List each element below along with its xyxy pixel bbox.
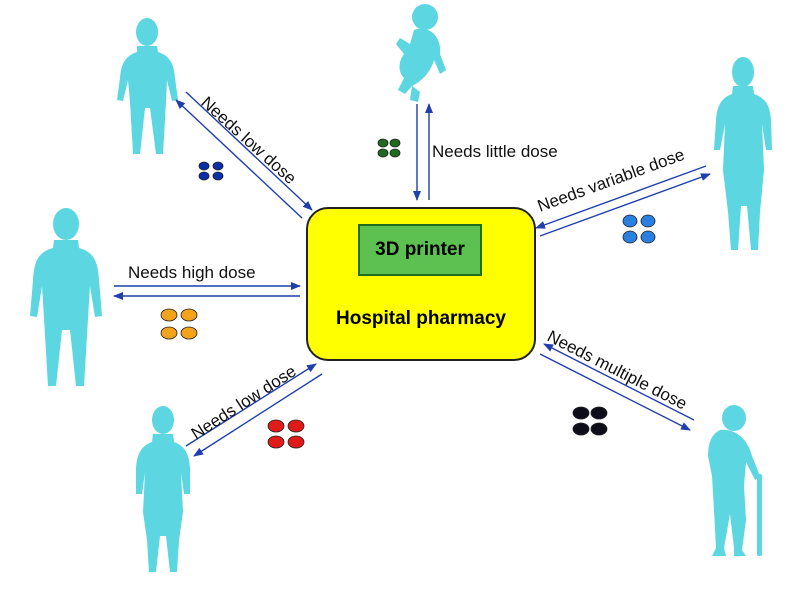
pill-icon bbox=[640, 230, 656, 244]
pill-icon bbox=[622, 230, 638, 244]
label-top: Needs little dose bbox=[432, 142, 558, 161]
pills-top bbox=[377, 138, 401, 158]
pill-icon bbox=[377, 148, 389, 158]
pills-left bbox=[160, 308, 198, 340]
arrow-from-top-left bbox=[185, 91, 313, 211]
arrow-set bbox=[113, 91, 711, 457]
person-left-icon bbox=[30, 208, 102, 386]
pill-icon bbox=[377, 138, 389, 148]
pill-icon bbox=[572, 406, 590, 420]
arrow-to-bottom-right bbox=[539, 353, 691, 431]
pill-icon bbox=[389, 148, 401, 158]
person-top-left-icon bbox=[117, 18, 178, 154]
3d-printer-box: 3D printer bbox=[358, 224, 482, 276]
person-bottom-left-icon bbox=[136, 406, 190, 572]
pill-icon bbox=[590, 406, 608, 420]
arrow-to-bottom-left bbox=[193, 373, 323, 457]
pill-icon bbox=[267, 435, 285, 449]
pill-icon bbox=[180, 326, 198, 340]
pills-top-right bbox=[622, 214, 656, 244]
pill-icon bbox=[640, 214, 656, 228]
pill-icon bbox=[389, 138, 401, 148]
pills-top-left bbox=[198, 161, 224, 181]
pill-icon bbox=[622, 214, 638, 228]
pill-icon bbox=[267, 419, 285, 433]
label-left: Needs high dose bbox=[128, 263, 256, 282]
printer-label: 3D printer bbox=[375, 239, 465, 260]
pill-icon bbox=[160, 308, 178, 322]
elderly-with-cane-icon bbox=[708, 405, 762, 556]
infant-icon bbox=[396, 4, 446, 102]
arrow-from-bottom-left bbox=[185, 363, 317, 447]
pill-icon bbox=[590, 422, 608, 436]
arrow-to-top-right bbox=[539, 173, 711, 237]
pill-icon bbox=[572, 422, 590, 436]
label-bottom-left: Needs low dose bbox=[188, 362, 300, 444]
pharmacy-label: Hospital pharmacy bbox=[336, 308, 506, 329]
label-top-left: Needs low dose bbox=[197, 93, 300, 188]
person-top-right-icon bbox=[714, 57, 772, 250]
pill-icon bbox=[198, 161, 210, 171]
arrow-from-bottom-right bbox=[543, 343, 695, 421]
label-top-right: Needs variable dose bbox=[535, 145, 687, 216]
pill-icon bbox=[198, 171, 210, 181]
pills-bottom-left bbox=[267, 419, 305, 449]
pill-icon bbox=[180, 308, 198, 322]
arrow-from-top-right bbox=[535, 165, 707, 229]
pills-bottom-right bbox=[572, 406, 608, 436]
pill-icon bbox=[287, 419, 305, 433]
pill-icon bbox=[287, 435, 305, 449]
label-bottom-right: Needs multiple dose bbox=[544, 327, 690, 414]
pill-icon bbox=[212, 171, 224, 181]
pill-icon bbox=[212, 161, 224, 171]
pill-icon bbox=[160, 326, 178, 340]
arrow-to-top-left bbox=[175, 99, 303, 219]
